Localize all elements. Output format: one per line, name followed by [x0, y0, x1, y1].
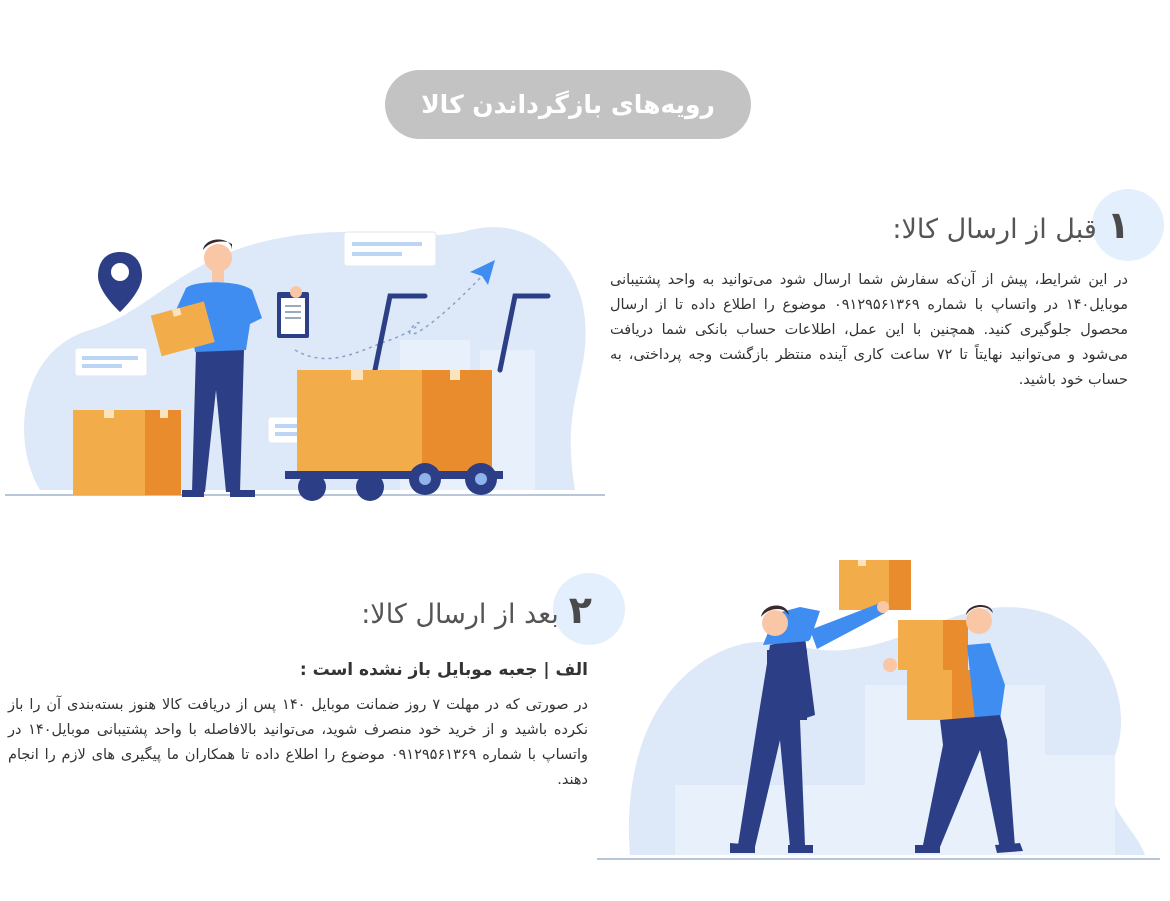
page-title: رویه‌های بازگرداندن کالا — [385, 70, 751, 139]
message-card-icon — [74, 347, 148, 377]
step-1-circle — [1092, 189, 1164, 261]
person-carrying-boxes — [883, 604, 1023, 853]
delivery-cart-illustration — [5, 227, 605, 501]
person-overalls — [730, 601, 889, 853]
box-stack-left — [73, 410, 181, 495]
step-1-number: ۱ — [1106, 203, 1130, 247]
step-1-heading: ۱ قبل از ارسال کالا: — [892, 203, 1130, 247]
step-1-title: قبل از ارسال کالا: — [892, 214, 1097, 245]
carried-boxes — [898, 620, 977, 720]
step-2-heading: ۲ بعد از ارسال کالا: — [361, 588, 592, 632]
cart-with-boxes — [285, 293, 551, 501]
step-2-title: بعد از ارسال کالا: — [361, 599, 559, 630]
step-1-paragraph: در این شرایط، پیش از آن‌که سفارش شما ارس… — [610, 272, 1128, 388]
step-2-number: ۲ — [568, 588, 592, 632]
paper-plane-icon — [470, 260, 495, 285]
lifted-box — [839, 560, 911, 610]
step-2-circle — [553, 573, 625, 645]
movers-boxes-illustration — [597, 560, 1160, 860]
step-2-subheading: الف | جعبه موبایل باز نشده است : — [299, 660, 588, 680]
person-holding-box — [150, 239, 309, 497]
step-2-paragraph: در صورتی که در مهلت ۷ روز ضمانت موبایل ۱… — [8, 697, 588, 788]
message-card-icon — [343, 231, 437, 267]
location-pin-icon — [98, 252, 142, 312]
